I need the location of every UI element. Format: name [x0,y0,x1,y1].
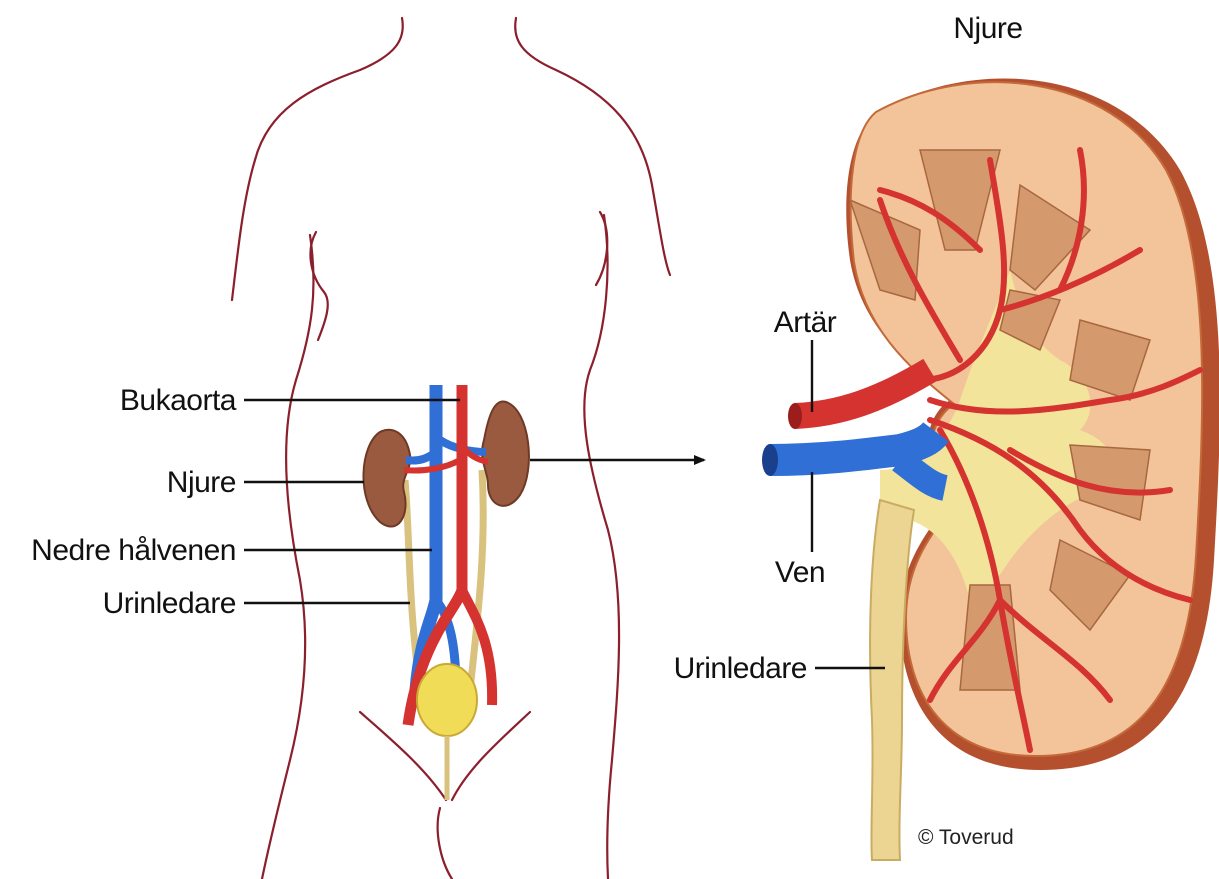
pyramid-7 [960,585,1020,690]
label-njure: Njure [167,466,236,499]
kidney-right-small [482,401,529,505]
kidney-left-small [363,430,410,527]
crotch-line [438,808,452,879]
ureter-right-small [470,470,483,690]
arm-right-line [596,212,607,285]
label-urinledare-right: Urinledare [674,652,807,685]
leader-lines [244,340,885,668]
bladder [417,664,477,736]
neck-left-line [232,18,403,300]
ureter-large [870,500,914,860]
renal-artery-opening [788,403,802,429]
credit-text: © Toverud [918,826,1014,849]
label-nedre-halvenen: Nedre hålvenen [31,534,236,567]
label-bukaorta: Bukaorta [120,384,237,417]
label-urinledare-left: Urinledare [103,587,236,620]
torso-right-line [584,215,619,879]
label-ven: Ven [775,556,825,589]
label-artar: Artär [774,306,837,339]
label-kidney-detail-title: Njure [953,12,1022,45]
renal-vein-opening [762,444,778,476]
kidney-cross-section [762,78,1219,860]
renal-artery-large [795,370,930,416]
neck-right-line [515,18,670,275]
torso-left-line [262,235,314,879]
